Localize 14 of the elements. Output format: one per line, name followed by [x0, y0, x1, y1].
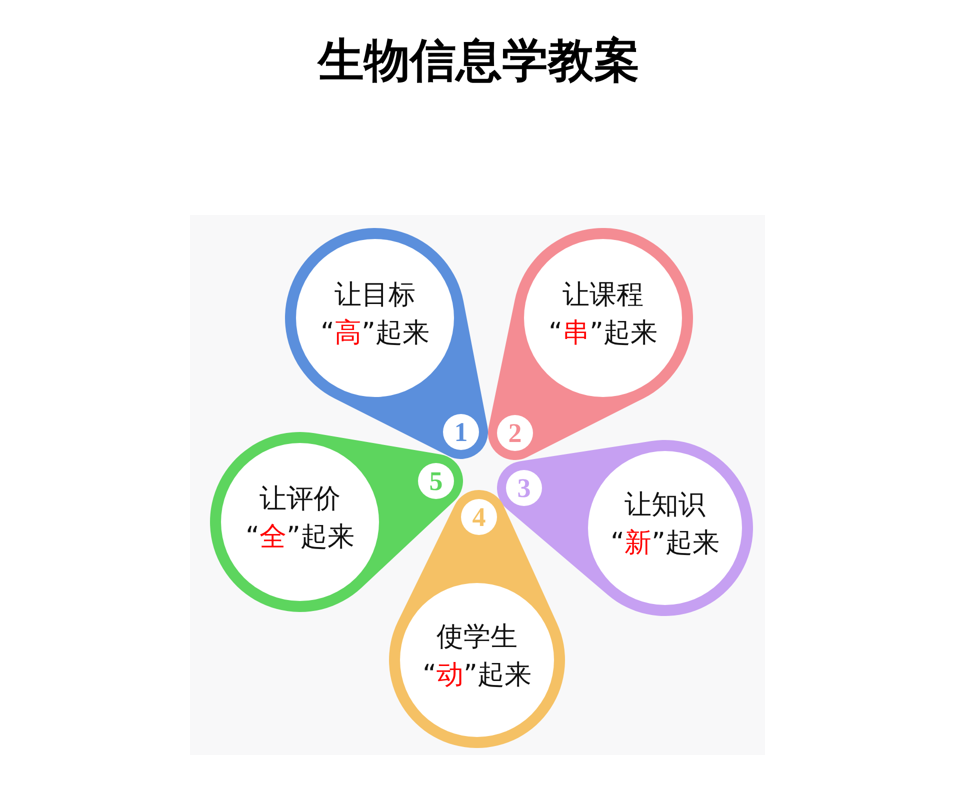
heading-text: 让知识	[624, 490, 706, 522]
slogan-text: “全”起来	[246, 522, 354, 554]
teardrop-shape	[497, 440, 753, 616]
slogan-text: “新”起来	[610, 528, 720, 560]
slogan-text: “串”起来	[548, 318, 658, 350]
heading-text: 让目标	[334, 280, 416, 312]
slogan-text: “高”起来	[320, 318, 430, 350]
slogan-text: “动”起来	[422, 660, 532, 692]
heading-text: 使学生	[436, 622, 518, 654]
title: 生物信息学教案	[318, 34, 640, 87]
teardrop-shape	[488, 228, 693, 460]
teardrop-shape	[285, 228, 488, 459]
heading-text: 让评价	[260, 484, 340, 516]
heading-text: 让课程	[562, 280, 644, 312]
